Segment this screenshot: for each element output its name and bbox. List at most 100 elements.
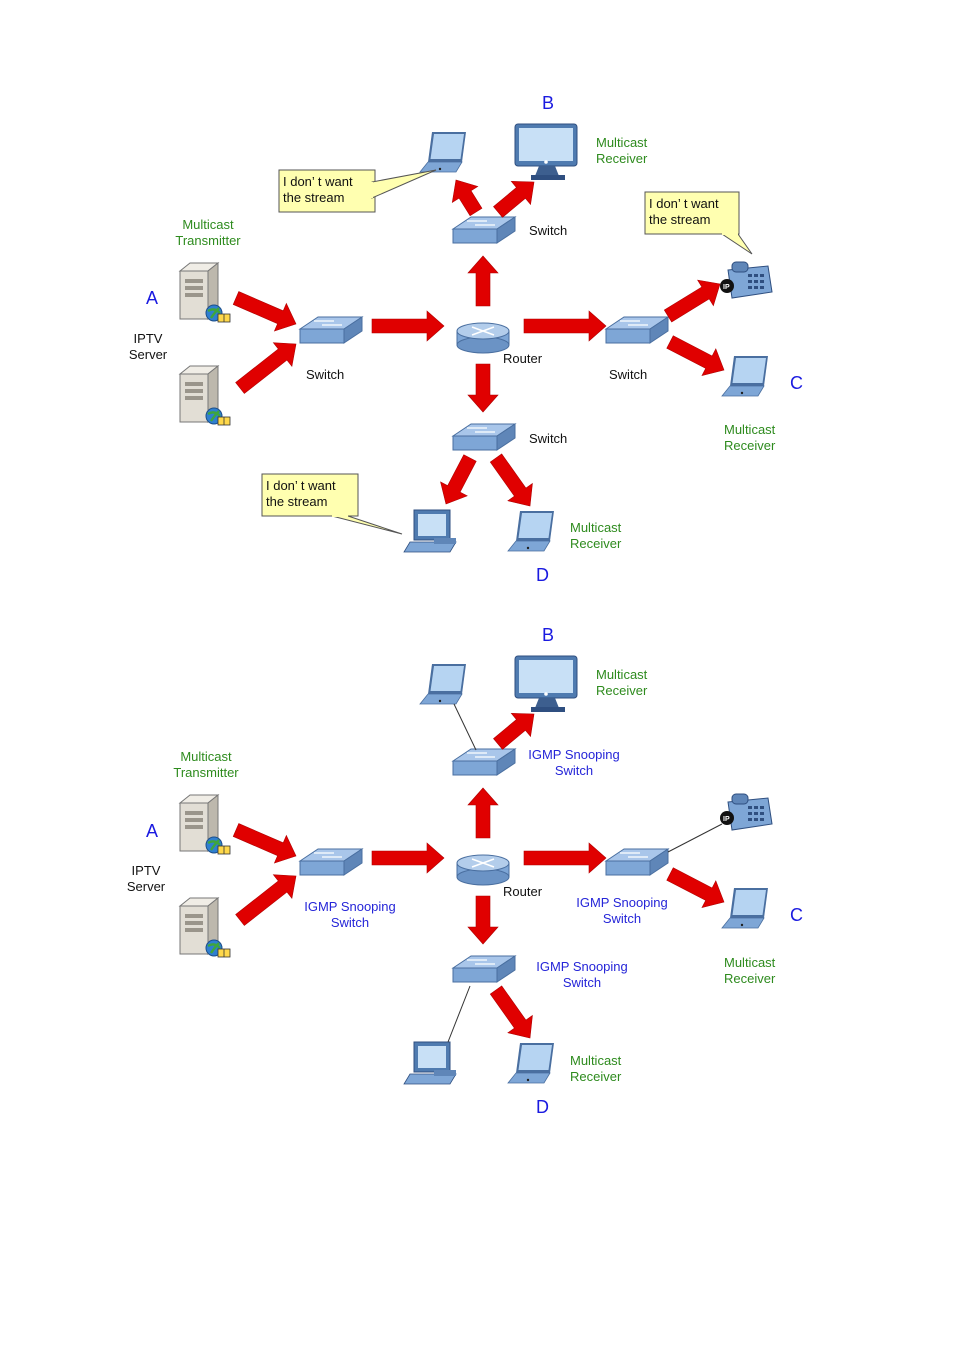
top-arrow-switch-desktop-d xyxy=(440,454,477,505)
bottom-label-b: B xyxy=(542,625,555,645)
top-switch-top-icon xyxy=(451,216,517,244)
top-iptv-line1: IPTV xyxy=(133,331,163,346)
top-callout-b-bubble xyxy=(278,169,437,213)
top-receiver-c-line1: Multicast xyxy=(724,422,776,437)
top-receiver-d-label: Multicast Receiver xyxy=(570,520,621,552)
top-arrow-router-switch-bottom xyxy=(467,363,499,413)
top-monitor-b-icon xyxy=(514,123,578,180)
bottom-transmitter-line2: Transmitter xyxy=(173,765,239,780)
bottom-arrow-switch-monitor-b xyxy=(493,713,535,750)
bottom-receiver-b-label: Multicast Receiver xyxy=(596,667,647,699)
bottom-switch-right-label: IGMP Snooping Switch xyxy=(568,895,676,927)
top-arrow-switch-laptop-b xyxy=(451,179,483,217)
top-callout-d-line1: I don’ t want xyxy=(266,478,336,493)
bottom-receiver-b-line1: Multicast xyxy=(596,667,648,682)
bottom-label-a: A xyxy=(146,821,159,841)
top-label-b: B xyxy=(542,93,555,113)
top-diagram-multicast-without-snooping: IP A B C D Multicast Transmitter IPTV Se… xyxy=(0,80,954,610)
top-callout-c-line1: I don’ t want xyxy=(649,196,719,211)
bottom-switch-top-line1: IGMP Snooping xyxy=(528,747,620,762)
bottom-iptv-server-label: IPTV Server xyxy=(120,863,172,895)
top-laptop-b-icon xyxy=(419,132,466,173)
bottom-receiver-d-line2: Receiver xyxy=(570,1069,622,1084)
bottom-monitor-b-icon xyxy=(514,655,578,712)
top-receiver-c-line2: Receiver xyxy=(724,438,776,453)
top-desktop-d-icon xyxy=(403,509,457,553)
bottom-arrow-switch-laptop-c xyxy=(666,867,725,908)
top-iptv-server-label: IPTV Server xyxy=(122,331,174,363)
svg-text:IP: IP xyxy=(723,816,730,823)
bottom-arrow-router-switch-bottom xyxy=(467,895,499,945)
bottom-switch-top-label: IGMP Snooping Switch xyxy=(520,747,628,779)
bottom-link-switch-desktop-d xyxy=(447,985,471,1043)
top-transmitter-line2: Transmitter xyxy=(175,233,241,248)
top-iptv-line2: Server xyxy=(128,347,168,362)
bottom-receiver-c-label: Multicast Receiver xyxy=(724,955,775,987)
top-arrow-switch-phone-c xyxy=(663,279,721,323)
top-switch-top-label: Switch xyxy=(529,223,568,238)
top-receiver-c-label: Multicast Receiver xyxy=(724,422,775,454)
top-router-label: Router xyxy=(503,351,543,366)
top-callout-b-line1: I don’ t want xyxy=(283,174,353,189)
bottom-receiver-c-line2: Receiver xyxy=(724,971,776,986)
bottom-transmitter-line1: Multicast xyxy=(180,749,232,764)
top-switch-left-icon xyxy=(298,316,364,344)
top-label-c: C xyxy=(790,373,803,393)
top-ip-phone-c-icon: IP xyxy=(720,261,773,299)
bottom-server-top-icon xyxy=(178,793,231,855)
bottom-switch-right-icon xyxy=(604,848,670,876)
bottom-arrow-switch-router xyxy=(371,842,445,874)
top-arrow-server2-switch xyxy=(235,342,297,394)
bottom-switch-bottom-icon xyxy=(451,955,517,983)
bottom-link-switch-laptop-b xyxy=(453,703,477,751)
bottom-arrow-server2-switch xyxy=(235,874,297,926)
top-callout-b-line2: the stream xyxy=(283,190,345,205)
top-receiver-b-label: Multicast Receiver xyxy=(596,135,647,167)
top-callout-c-line2: the stream xyxy=(649,212,711,227)
bottom-laptop-c-icon xyxy=(721,888,768,929)
top-callout-b-text: I don’ t want the stream xyxy=(283,174,353,206)
top-arrow-router-switch-right xyxy=(523,310,607,342)
top-arrow-switch-laptop-d xyxy=(489,453,533,507)
svg-text:IP: IP xyxy=(723,284,730,291)
top-receiver-b-line2: Receiver xyxy=(596,151,648,166)
top-receiver-d-line2: Receiver xyxy=(570,536,622,551)
top-callout-d-line2: the stream xyxy=(266,494,328,509)
top-label-d: D xyxy=(536,565,549,585)
top-arrow-switch-monitor-b xyxy=(493,181,535,218)
bottom-ip-phone-c-icon: IP xyxy=(720,793,773,831)
top-arrow-router-switch-top xyxy=(467,255,499,307)
bottom-receiver-b-line2: Receiver xyxy=(596,683,648,698)
top-switch-right-icon xyxy=(604,316,670,344)
top-callout-c-bubble xyxy=(644,191,753,255)
bottom-server-bottom-icon xyxy=(178,896,231,958)
bottom-switch-left-line2: Switch xyxy=(330,915,370,930)
bottom-switch-left-line1: IGMP Snooping xyxy=(304,899,396,914)
bottom-label-c: C xyxy=(790,905,803,925)
bottom-receiver-c-line1: Multicast xyxy=(724,955,776,970)
bottom-router-label: Router xyxy=(503,884,543,899)
bottom-router-icon xyxy=(456,854,510,886)
top-switch-right-label: Switch xyxy=(609,367,648,382)
bottom-laptop-d-icon xyxy=(507,1043,554,1084)
bottom-arrow-router-switch-right xyxy=(523,842,607,874)
top-switch-bottom-label: Switch xyxy=(529,431,568,446)
bottom-switch-bottom-label: IGMP Snooping Switch xyxy=(528,959,636,991)
bottom-switch-top-icon xyxy=(451,748,517,776)
bottom-transmitter-label: Multicast Transmitter xyxy=(166,749,246,781)
bottom-desktop-d-icon xyxy=(403,1041,457,1085)
top-callout-d-text: I don’ t want the stream xyxy=(266,478,336,510)
top-callout-c-text: I don’ t want the stream xyxy=(649,196,719,228)
top-transmitter-line1: Multicast xyxy=(182,217,234,232)
top-laptop-c-icon xyxy=(721,356,768,397)
top-label-a: A xyxy=(146,288,159,308)
top-arrow-switch-laptop-c xyxy=(666,335,725,376)
top-diagram-graphic: IP xyxy=(178,123,773,553)
top-server-bottom-icon xyxy=(178,364,231,426)
bottom-arrow-switch-laptop-d xyxy=(489,985,533,1039)
top-receiver-d-line1: Multicast xyxy=(570,520,622,535)
bottom-switch-bottom-line2: Switch xyxy=(562,975,602,990)
bottom-label-d: D xyxy=(536,1097,549,1117)
bottom-switch-left-label: IGMP Snooping Switch xyxy=(296,899,404,931)
